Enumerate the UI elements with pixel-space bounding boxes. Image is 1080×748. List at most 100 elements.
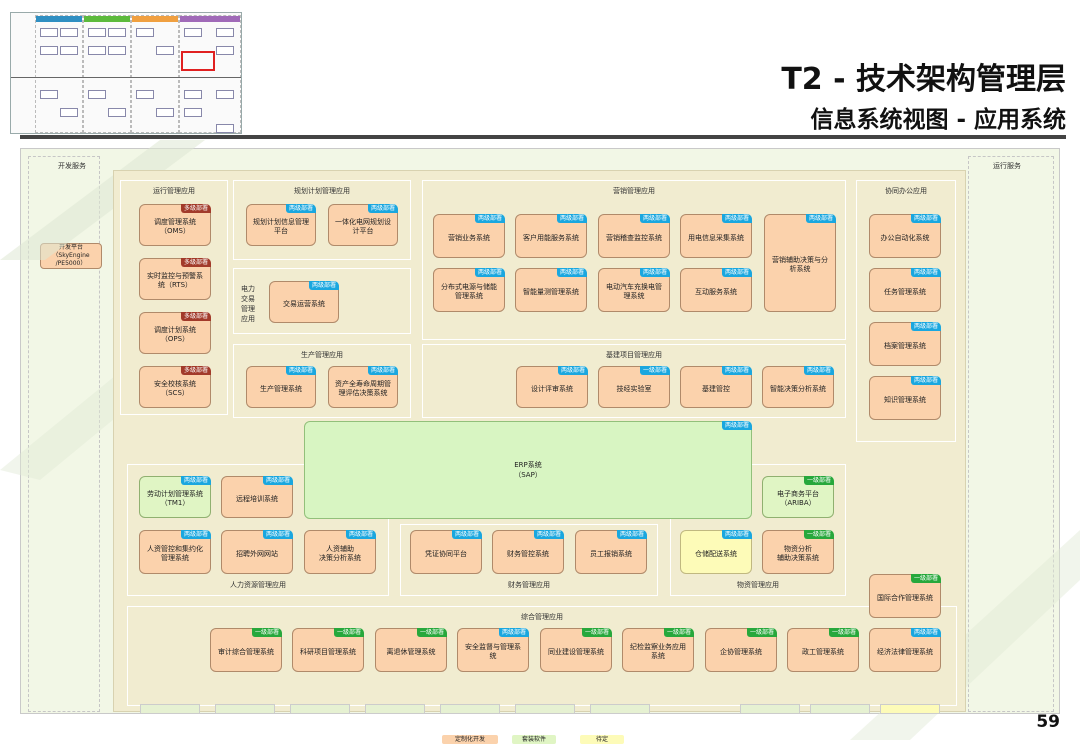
- system-label: 调度计划系统 （OPS）: [154, 326, 196, 343]
- deploy-tag: 两级部署: [285, 366, 316, 375]
- system-label: 智能量测管理系统: [523, 287, 579, 296]
- system-label: 客户用能服务系统: [523, 233, 579, 242]
- legend-custom: 定制化开发: [442, 735, 498, 744]
- bottom-strip: [140, 704, 200, 714]
- deploy-tag: 一级部署: [803, 530, 834, 539]
- deploy-tag: 两级部署: [721, 268, 752, 277]
- overview-thumbnail: [10, 12, 242, 134]
- system-box: 两级部署财务管控系统: [492, 530, 564, 574]
- system-box: 两级部署劳动计划管理系统 （TM1）: [139, 476, 211, 518]
- dev-platform-label: 开发平台 （SkyEngine /PE5000）: [52, 244, 90, 267]
- system-label: 纪检监察业务应用 系统: [630, 643, 686, 660]
- system-box: 一级部署电子商务平台 （ARIBA）: [762, 476, 834, 518]
- deploy-tag: 两级部署: [721, 214, 752, 223]
- run-service-label: 运行服务: [993, 162, 1021, 170]
- bottom-strip: [215, 704, 275, 714]
- deploy-tag: 两级部署: [910, 376, 941, 385]
- finance-region-label: 财务管理应用: [508, 581, 550, 589]
- deploy-tag: 一级部署: [828, 628, 859, 637]
- system-box: 两级部署生产管理系统: [246, 366, 316, 408]
- bottom-strip: [515, 704, 575, 714]
- system-box: 两级部署一体化电网规划设 计平台: [328, 204, 398, 246]
- bottom-strip: [880, 704, 940, 714]
- deploy-tag: 两级部署: [345, 530, 376, 539]
- system-label: 招聘外网网站: [236, 549, 278, 558]
- system-box: 两级部署电动汽车充换电管 理系统: [598, 268, 670, 312]
- dev-service-column: [28, 156, 100, 712]
- system-box: 两级部署基建管控: [680, 366, 752, 408]
- infrastructure-region-label: 基建项目管理应用: [606, 351, 662, 359]
- hr-region: [127, 464, 389, 596]
- system-box: 多级部署调度管理系统 （OMS）: [139, 204, 211, 246]
- system-box: 两级部署智能决策分析系统: [762, 366, 834, 408]
- deploy-tag: 一级部署: [639, 366, 670, 375]
- ops-region-label: 运行管理应用: [153, 187, 195, 195]
- system-label: 调度管理系统 （OMS）: [154, 218, 196, 235]
- infrastructure-region: [422, 344, 846, 418]
- marketing-region: [422, 180, 846, 340]
- page-subtitle: 信息系统视图 - 应用系统: [810, 107, 1066, 133]
- deploy-tag: 两级部署: [910, 268, 941, 277]
- system-box: 多级部署调度计划系统 （OPS）: [139, 312, 211, 354]
- system-label: 实时监控与预警系 统（RTS）: [147, 272, 203, 289]
- power-trade-region-label: 电力 交易 管理 应用: [241, 285, 255, 323]
- system-label: 安全校核系统 （SCS）: [154, 380, 196, 397]
- system-label: 安全监督与管理系 统: [465, 643, 521, 660]
- deploy-tag: 两级部署: [367, 366, 398, 375]
- dev-service-label: 开发服务: [58, 162, 86, 170]
- system-label: 远程培训系统: [236, 494, 278, 503]
- system-box: 两级部署安全监督与管理系 统: [457, 628, 529, 672]
- system-label: 经济法律管理系统: [877, 647, 933, 656]
- deploy-tag: 两级部署: [721, 421, 752, 430]
- deploy-tag: 两级部署: [616, 530, 647, 539]
- erp-sub: （SAP）: [514, 471, 542, 479]
- finance-region: [400, 524, 658, 596]
- system-box: 两级部署交易运营系统: [269, 281, 339, 323]
- system-label: 生产管理系统: [260, 384, 302, 393]
- deploy-tag: 两级部署: [285, 204, 316, 213]
- system-box: 两级部署办公自动化系统: [869, 214, 941, 258]
- system-label: 互动服务系统: [695, 287, 737, 296]
- system-box: 两级部署凭证协同平台: [410, 530, 482, 574]
- system-label: 档案管理系统: [884, 341, 926, 350]
- deploy-tag: 两级部署: [180, 530, 211, 539]
- office-region-label: 协同办公应用: [885, 187, 927, 195]
- deploy-tag: 两级部署: [474, 214, 505, 223]
- thumb-column: [131, 15, 179, 133]
- marketing-region-label: 营销管理应用: [613, 187, 655, 195]
- deploy-tag: 一级部署: [746, 628, 777, 637]
- ops-region: [120, 180, 228, 415]
- thumb-divider: [11, 77, 241, 78]
- deploy-tag: 两级部署: [451, 530, 482, 539]
- system-label: 企协管理系统: [720, 647, 762, 656]
- system-label: 离退休管理系统: [386, 647, 436, 656]
- dev-platform-box: 开发平台 （SkyEngine /PE5000）: [40, 243, 102, 269]
- system-box: 一级部署国际合作管理系统: [869, 574, 941, 618]
- system-box: 一级部署纪检监察业务应用 系统: [622, 628, 694, 672]
- system-box: 两级部署知识管理系统: [869, 376, 941, 420]
- system-label: 用电信息采集系统: [688, 233, 744, 242]
- system-label: 规划计划信息管理 平台: [253, 218, 309, 235]
- system-box: 两级部署人资辅助 决策分析系统: [304, 530, 376, 574]
- production-region: [233, 344, 411, 418]
- deploy-tag: 两级部署: [910, 214, 941, 223]
- system-box: 多级部署实时监控与预警系 统（RTS）: [139, 258, 211, 300]
- deploy-tag: 一级部署: [416, 628, 447, 637]
- thumb-column: [35, 15, 83, 133]
- system-box: 两级部署营销稽查监控系统: [598, 214, 670, 258]
- deploy-tag: 两级部署: [910, 628, 941, 637]
- production-region-label: 生产管理应用: [301, 351, 343, 359]
- bottom-strip: [590, 704, 650, 714]
- system-label: 人资管控和集约化 管理系统: [147, 545, 203, 562]
- deploy-tag: 两级部署: [639, 214, 670, 223]
- system-label: 智能决策分析系统: [770, 384, 826, 393]
- system-label: 仓储配送系统: [695, 549, 737, 558]
- system-box: 两级部署设计评审系统: [516, 366, 588, 408]
- system-label: 财务管控系统: [507, 549, 549, 558]
- deploy-tag: 一级部署: [581, 628, 612, 637]
- deploy-tag: 一级部署: [663, 628, 694, 637]
- system-label: 劳动计划管理系统 （TM1）: [147, 490, 203, 507]
- integrated-region-label: 综合管理应用: [521, 613, 563, 621]
- system-label: 国际合作管理系统: [877, 593, 933, 602]
- system-label: 办公自动化系统: [880, 233, 930, 242]
